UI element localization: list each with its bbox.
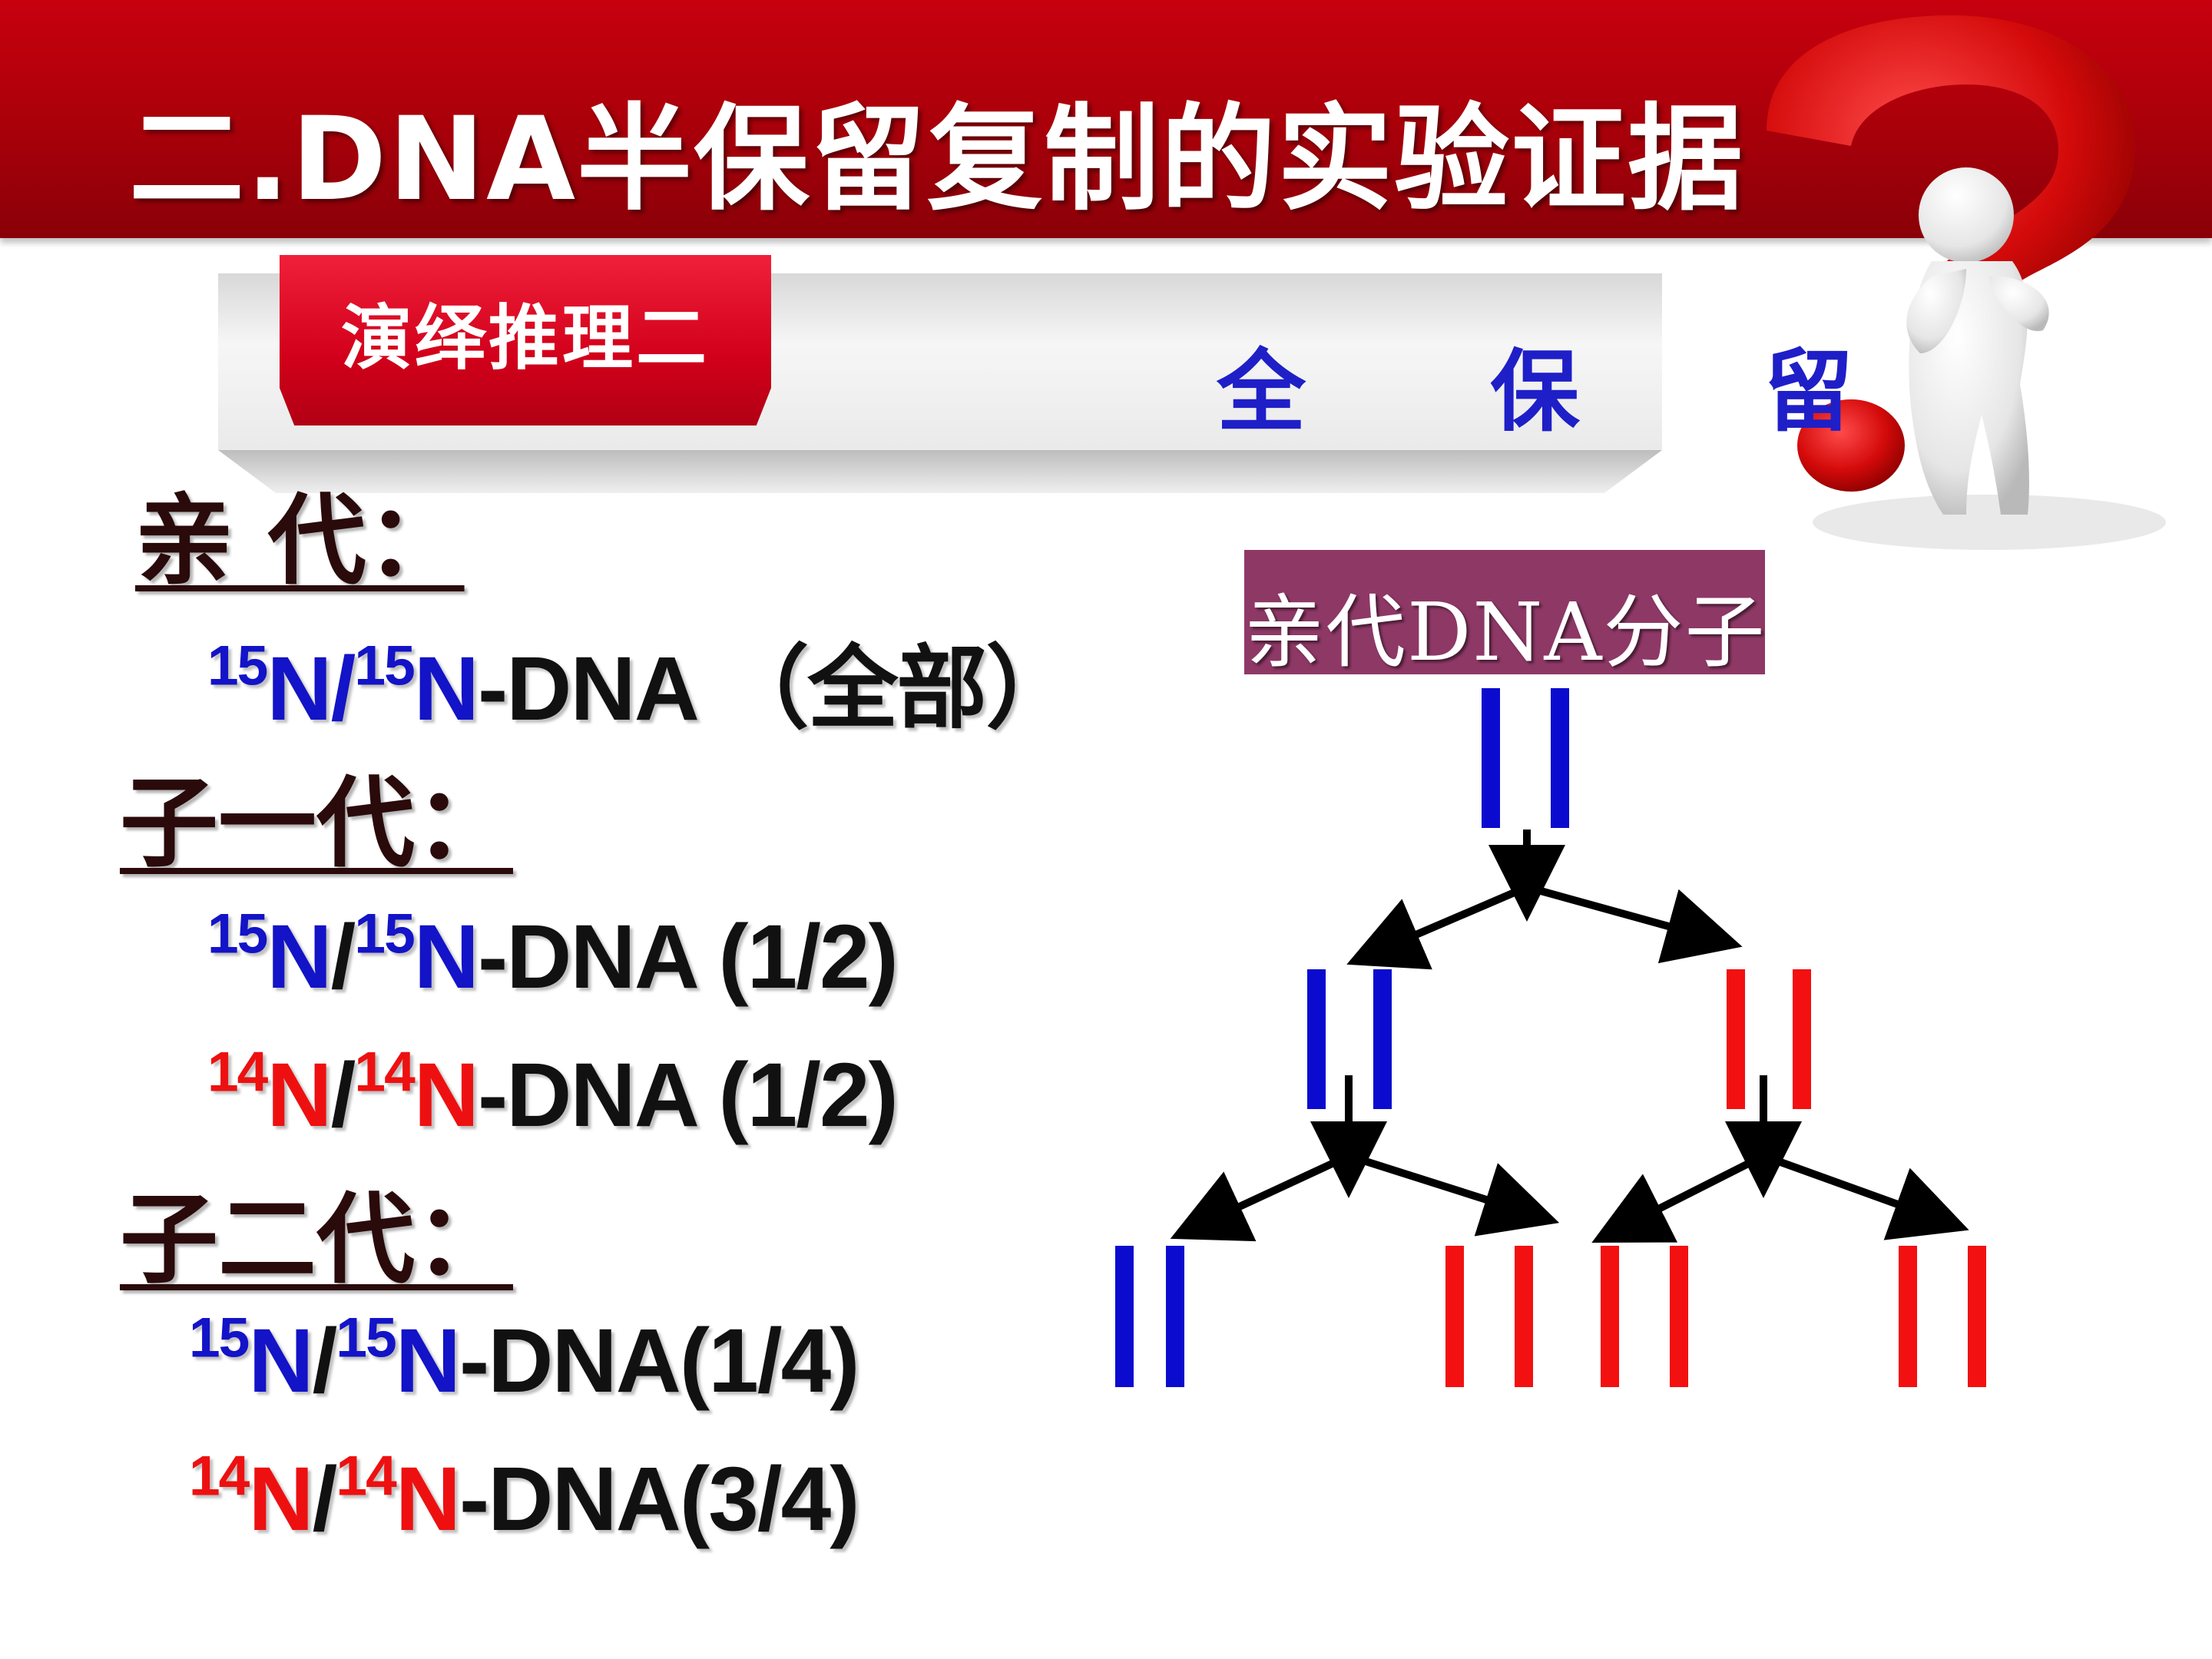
gen1-dna-line-1: 15N/15N-DNA (1/2) (207, 902, 899, 1009)
banner-foot (218, 450, 1662, 493)
gen2-dna-line-1: 15N/15N-DNA(1/4) (189, 1306, 860, 1413)
parent-dna-label-box: 亲代DNA分子 (1244, 550, 1765, 679)
slash: / (312, 1310, 338, 1412)
isotope-symbol: N (413, 1045, 479, 1146)
isotope-symbol: N (267, 1045, 332, 1146)
slash: / (312, 1449, 338, 1550)
dna-suffix: -DNA (1/2) (477, 906, 899, 1008)
arrow-right (1762, 1152, 1969, 1240)
isotope-symbol: N (248, 1310, 313, 1412)
isotope-symbol: N (395, 1449, 461, 1550)
arrow-left (1170, 1152, 1351, 1242)
isotope-symbol: N (413, 906, 479, 1008)
isotope-mass: 15 (207, 902, 268, 965)
gen1-dna-line-2: 14N/14N-DNA (1/2) (207, 1040, 899, 1147)
arrow-right (1347, 1152, 1560, 1237)
gen2-dna-line-2: 14N/14N-DNA(3/4) (189, 1444, 860, 1551)
isotope-mass: 14 (207, 1040, 268, 1104)
isotope-mass: 15 (336, 1306, 396, 1369)
inference-banner: 演绎推理二 全 保 留 (218, 255, 1853, 493)
arrow-left (1346, 883, 1528, 970)
banner-model-label: 全 保 留 (1217, 340, 1930, 444)
isotope-symbol: N (413, 638, 479, 740)
question-mark-figure-icon (1767, 15, 2166, 550)
dna-suffix: -DNA(1/4) (459, 1310, 860, 1412)
dna-suffix: -DNA (1/2) (477, 1045, 899, 1146)
isotope-mass: 14 (189, 1444, 250, 1508)
isotope-mass: 15 (354, 902, 415, 965)
slash: / (330, 906, 356, 1008)
slash: / (330, 1045, 356, 1146)
arrow-right (1525, 883, 1743, 964)
dna-suffix: -DNA(3/4) (459, 1449, 860, 1550)
isotope-symbol: N (267, 638, 332, 740)
parent-heading: 亲 代： (135, 484, 465, 598)
isotope-mass: 15 (207, 634, 268, 697)
isotope-mass: 14 (336, 1444, 396, 1508)
arrow-left (1591, 1152, 1766, 1243)
isotope-mass: 15 (189, 1306, 250, 1369)
dna-suffix: -DNA （全部） (477, 638, 1076, 740)
isotope-symbol: N (395, 1310, 461, 1412)
isotope-mass: 15 (354, 634, 415, 697)
gen2-heading: 子二代： (120, 1183, 514, 1297)
gen1-heading: 子一代： (120, 767, 514, 881)
slash: / (330, 638, 356, 740)
banner-tag-label: 演绎推理二 (340, 297, 710, 379)
banner-tag: 演绎推理二 (280, 255, 771, 426)
parent-dna-line: 15N/15N-DNA （全部） (207, 614, 1076, 746)
parent-dna-label: 亲代DNA分子 (1244, 585, 1767, 679)
isotope-symbol: N (248, 1449, 313, 1550)
isotope-symbol: N (267, 906, 332, 1008)
isotope-mass: 14 (354, 1040, 415, 1104)
slide-title: 二.DNA半保留复制的实验证据 (129, 93, 1745, 227)
